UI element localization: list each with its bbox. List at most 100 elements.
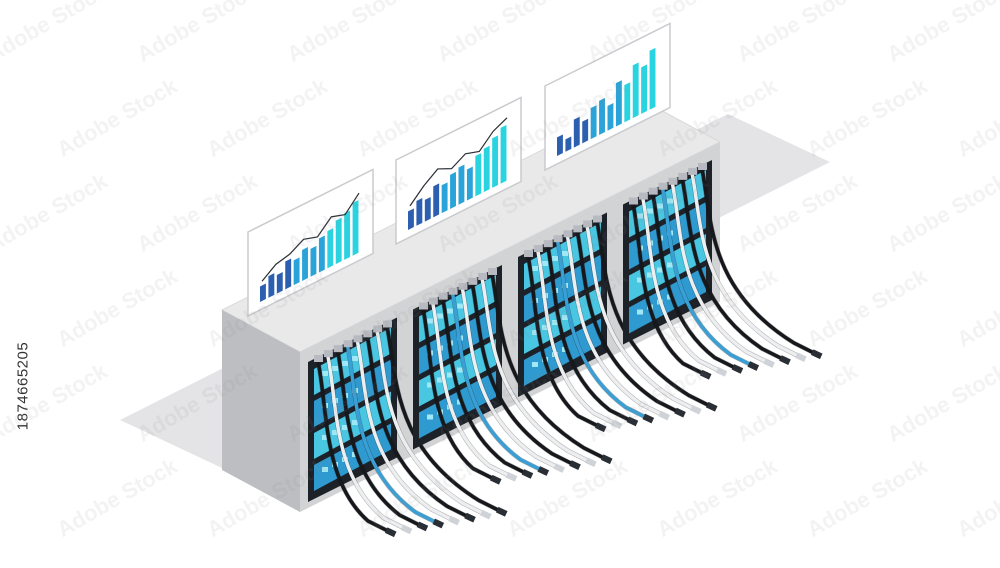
server-led [332, 430, 338, 435]
chart-bar [450, 171, 456, 209]
chart-bar [302, 247, 308, 281]
cable-connector [658, 410, 670, 421]
chart-bar [327, 228, 334, 269]
chart-bar [565, 136, 572, 152]
cable-connector [432, 518, 445, 529]
cable [470, 282, 575, 466]
chart-bar [557, 134, 563, 156]
chart-bar [416, 198, 423, 226]
server-led [352, 420, 358, 425]
cable-connector [715, 367, 728, 377]
server-led [342, 361, 348, 366]
cable-connector [690, 404, 702, 415]
cable [690, 172, 800, 358]
cable-plug [333, 345, 343, 353]
chart-bar [590, 105, 597, 140]
server-bay [308, 317, 508, 538]
server-led [342, 425, 348, 430]
server-unit [419, 275, 496, 343]
server-unit [419, 371, 496, 439]
chart-bar [641, 64, 648, 114]
cable-plug [658, 182, 668, 190]
cable-plug [343, 340, 353, 348]
cable-plug [698, 163, 707, 170]
cable-plug [593, 215, 602, 223]
chart-bar [408, 208, 414, 230]
cable-connector [610, 419, 623, 430]
cable [345, 344, 438, 524]
server-led [667, 198, 673, 204]
chart-bar [285, 258, 292, 290]
cable-connector [705, 401, 718, 412]
cable-connector [763, 358, 775, 368]
chart-bar [500, 124, 507, 184]
cable-plug [478, 272, 488, 280]
server-led [637, 309, 643, 315]
chart-bar [433, 183, 440, 218]
server-led [322, 371, 328, 376]
server-led [322, 435, 328, 440]
cable [375, 329, 485, 516]
chart-bar [260, 283, 266, 302]
cable [450, 291, 543, 472]
chart-bar [475, 153, 482, 197]
cable [316, 359, 390, 533]
server-bay [413, 265, 613, 485]
cable-plug [419, 302, 428, 310]
server-bay [518, 212, 718, 433]
cable [545, 244, 632, 422]
cable [631, 201, 705, 376]
cable-connector [795, 352, 807, 363]
cable-connector [626, 416, 639, 427]
chart-bar [582, 118, 589, 144]
server-led [352, 356, 358, 361]
cable-plug [688, 167, 698, 175]
server-led [542, 325, 548, 330]
cable [480, 277, 590, 463]
cable-plug [323, 350, 333, 358]
cable-plug [553, 235, 563, 243]
server-led [457, 303, 463, 309]
chart-bar [573, 116, 580, 148]
cable [326, 354, 406, 530]
cable-connector [594, 422, 607, 433]
server-unit [314, 327, 391, 395]
cable [385, 324, 501, 513]
cable [670, 182, 769, 364]
cable [440, 296, 527, 475]
server-led [552, 256, 558, 261]
chart-bar [649, 47, 656, 110]
server-unit [314, 391, 391, 459]
cable-plug [583, 220, 593, 228]
cable-connector [731, 364, 744, 374]
cable-connector [642, 413, 655, 424]
cable [660, 186, 753, 367]
chart-bar [424, 196, 431, 222]
server-led [552, 320, 558, 325]
server-led [637, 277, 643, 283]
server-unit [524, 318, 601, 386]
cable-plug [438, 292, 448, 300]
chart-bar [268, 273, 275, 298]
cable [595, 219, 711, 408]
cable-connector [521, 469, 534, 479]
chart-bar [458, 164, 465, 205]
cable-connector [537, 466, 550, 476]
cable-plug [488, 268, 497, 275]
cable-connector [585, 457, 597, 468]
chart-bar [483, 145, 490, 193]
cable-plug [678, 172, 688, 180]
server-led [427, 414, 433, 420]
chart-bar [599, 97, 605, 135]
chart-bar [615, 80, 622, 127]
chart-bar [492, 135, 499, 188]
cable [460, 287, 559, 469]
server-led [657, 203, 663, 209]
cable-plug [648, 187, 658, 195]
cable [421, 306, 495, 481]
chart-bar [632, 62, 639, 119]
rack-front-face [300, 142, 720, 512]
server-led [437, 377, 443, 383]
